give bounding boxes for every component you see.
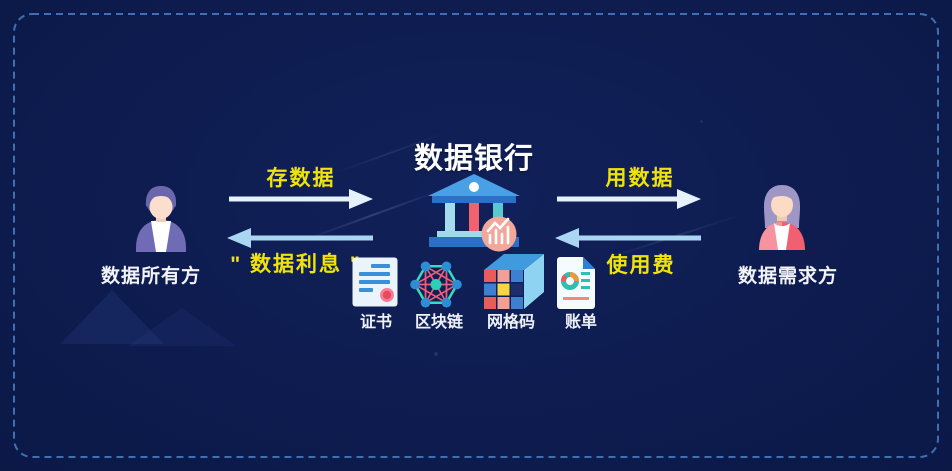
background-triangle bbox=[60, 290, 164, 344]
trend-chart-badge-icon bbox=[481, 216, 517, 252]
use-data-label: 用数据 bbox=[605, 167, 675, 190]
store-data-label: 存数据 bbox=[266, 167, 336, 190]
store-data-arrow bbox=[229, 189, 373, 209]
data-owner-avatar-icon bbox=[136, 186, 186, 252]
bill-label: 账单 bbox=[564, 314, 598, 331]
background-triangle bbox=[128, 308, 236, 346]
bank-building-icon bbox=[428, 174, 520, 252]
data-demander-avatar-icon bbox=[759, 185, 805, 250]
grid-code-icon bbox=[484, 254, 544, 309]
bank-title: 数据银行 bbox=[413, 143, 535, 175]
usage-fee-label: 使用费 bbox=[606, 254, 676, 277]
blockchain-icon bbox=[410, 261, 462, 308]
background-dot bbox=[434, 352, 438, 356]
bill-icon bbox=[557, 257, 595, 309]
data-owner-label: 数据所有方 bbox=[100, 266, 202, 287]
grid-code-label: 网格码 bbox=[486, 314, 536, 331]
blockchain-label: 区块链 bbox=[414, 314, 464, 331]
data-demander-label: 数据需求方 bbox=[737, 266, 839, 287]
background-dot bbox=[700, 120, 703, 123]
usage-fee-arrow bbox=[555, 228, 701, 248]
data-interest-label: " 数据利息 " bbox=[230, 253, 362, 276]
certificate-icon bbox=[352, 257, 398, 307]
data-interest-arrow bbox=[227, 228, 373, 248]
use-data-arrow bbox=[557, 189, 701, 209]
certificate-label: 证书 bbox=[359, 314, 393, 331]
